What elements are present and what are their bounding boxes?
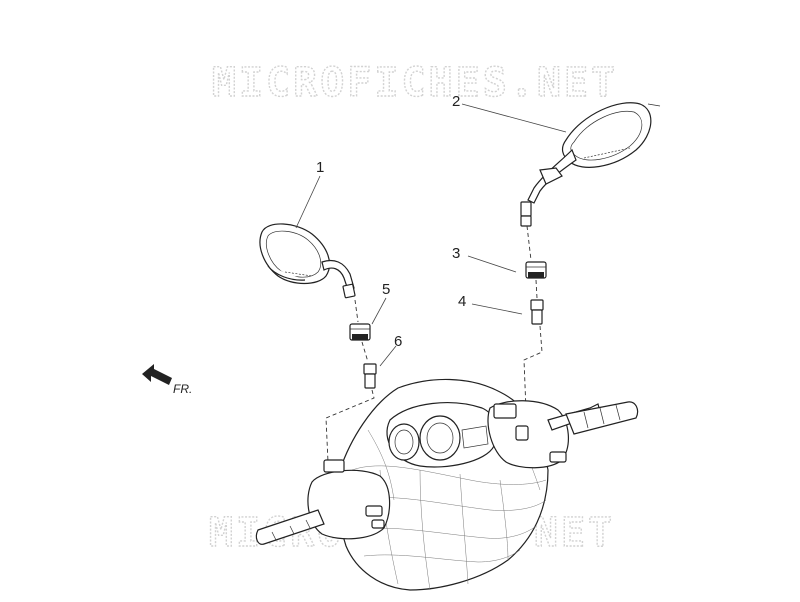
left-mirror xyxy=(259,223,356,299)
callout-6: 6 xyxy=(394,333,402,350)
adapter-nut-left xyxy=(349,323,371,341)
direction-label: FR. xyxy=(173,382,192,396)
direction-indicator: FR. xyxy=(142,364,192,396)
watermark-top: MICROFICHES.NET xyxy=(212,60,618,106)
callout-4: 4 xyxy=(458,293,466,310)
callout-3: 3 xyxy=(452,245,460,262)
bolt-left xyxy=(363,363,377,389)
callout-2: 2 xyxy=(452,93,460,110)
adapter-nut-right xyxy=(525,261,547,279)
callout-5: 5 xyxy=(382,281,390,298)
handlebar-assembly xyxy=(255,378,639,591)
callout-1: 1 xyxy=(316,159,324,176)
right-mirror xyxy=(520,102,661,227)
bolt-right xyxy=(530,299,544,325)
assembly-line-left xyxy=(325,299,375,463)
assembly-line-right xyxy=(523,225,543,411)
arrow-left-icon xyxy=(142,364,172,385)
